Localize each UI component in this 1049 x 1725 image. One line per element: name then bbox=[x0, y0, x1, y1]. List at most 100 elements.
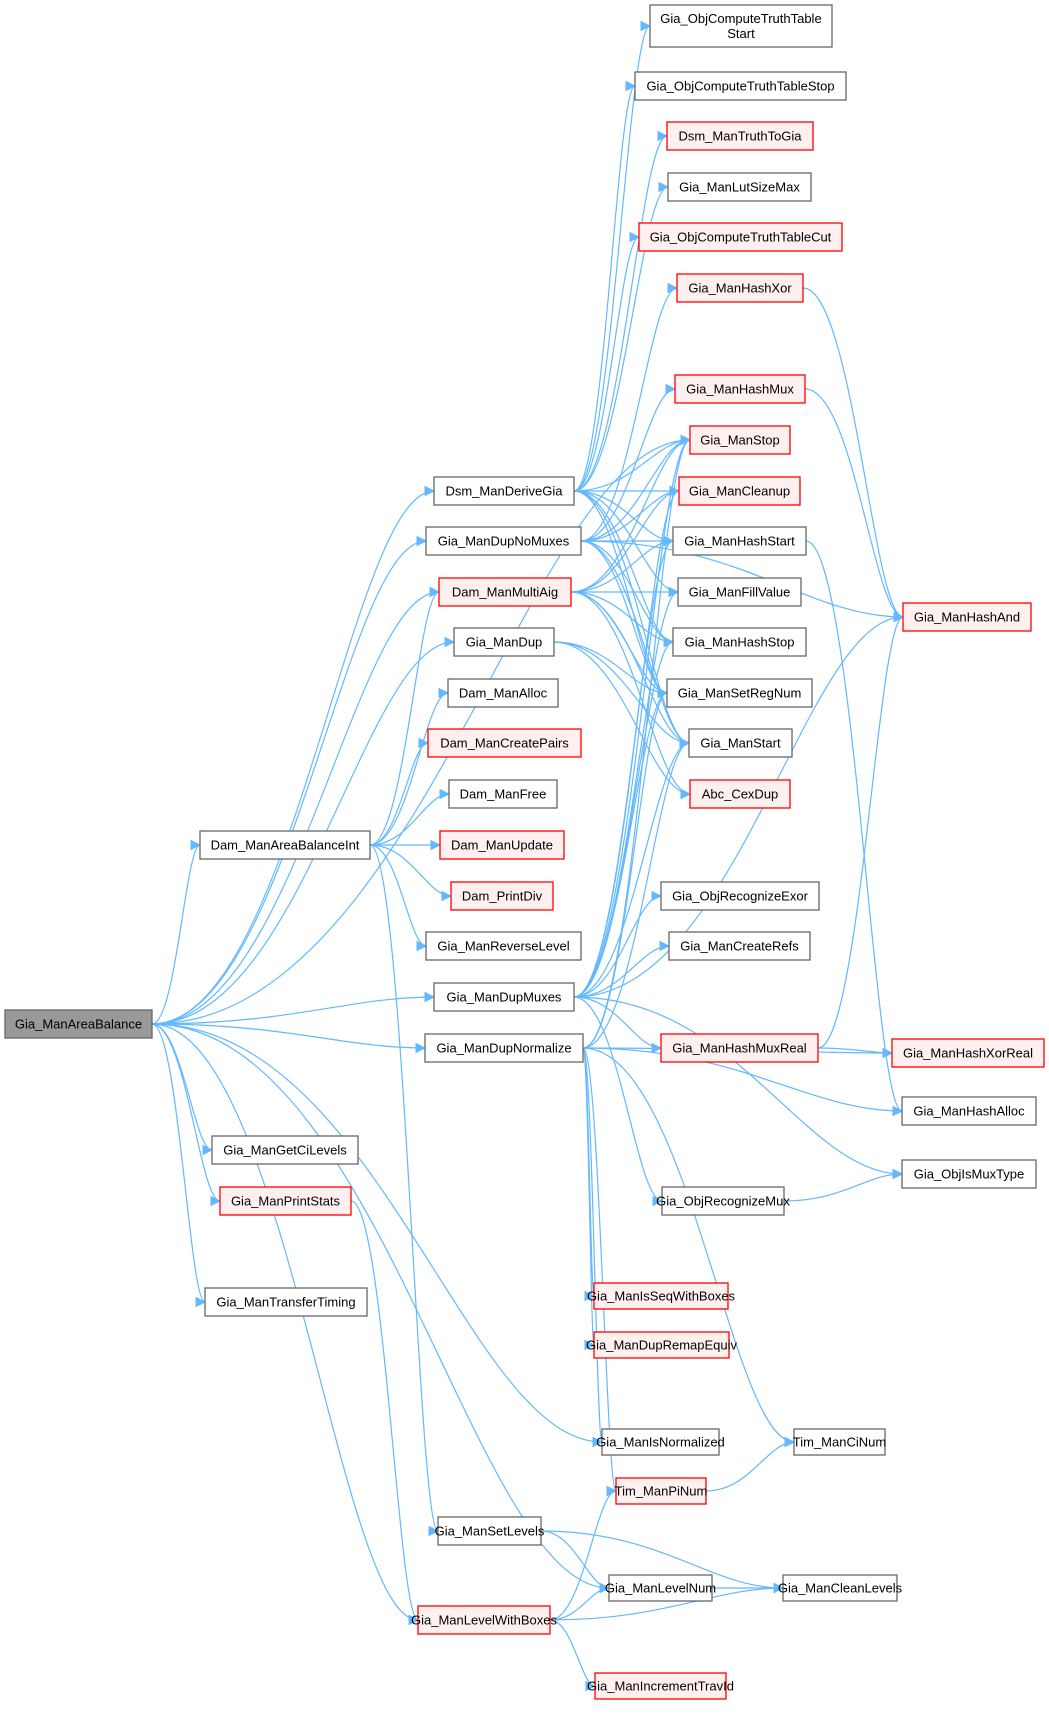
node-label: Gia_ManSetLevels bbox=[435, 1524, 545, 1539]
node-damFree[interactable]: Dam_ManFree bbox=[448, 779, 558, 809]
node-hashMuxReal[interactable]: Gia_ManHashMuxReal bbox=[660, 1033, 819, 1063]
node-recExor[interactable]: Gia_ObjRecognizeExor bbox=[660, 881, 820, 911]
node-isNorm[interactable]: Gia_ManIsNormalized bbox=[596, 1428, 725, 1456]
node-box bbox=[433, 982, 575, 1012]
node-revLevel[interactable]: Gia_ManReverseLevel bbox=[425, 931, 582, 961]
node-hashStart[interactable]: Gia_ManHashStart bbox=[672, 526, 807, 556]
node-label: Gia_ManCreateRefs bbox=[680, 939, 799, 954]
edge-root-to-printStats bbox=[151, 1023, 221, 1202]
node-dupMux[interactable]: Gia_ManDupMuxes bbox=[433, 982, 575, 1012]
node-dupNorm[interactable]: Gia_ManDupNormalize bbox=[424, 1033, 584, 1063]
node-lutSize[interactable]: Gia_ManLutSizeMax bbox=[667, 172, 812, 202]
node-isMuxType[interactable]: Gia_ObjIsMuxType bbox=[901, 1159, 1037, 1189]
node-damAreaInt[interactable]: Dam_ManAreaBalanceInt bbox=[199, 830, 371, 860]
node-cleanup[interactable]: Gia_ManCleanup bbox=[678, 476, 801, 506]
node-cexDup[interactable]: Abc_CexDup bbox=[689, 779, 791, 809]
node-getCi[interactable]: Gia_ManGetCiLevels bbox=[211, 1135, 359, 1165]
edge-dsmDerive-to-start bbox=[573, 490, 690, 744]
edge-root-to-dupNoMux bbox=[151, 540, 427, 1025]
node-hashMux[interactable]: Gia_ManHashMux bbox=[674, 374, 806, 404]
edge-root-to-damAreaInt bbox=[151, 844, 201, 1025]
node-cleanLevels[interactable]: Gia_ManCleanLevels bbox=[778, 1574, 903, 1602]
node-ciNum[interactable]: Tim_ManCiNum bbox=[793, 1428, 886, 1456]
node-damMulti[interactable]: Dam_ManMultiAig bbox=[438, 577, 572, 607]
node-piNum[interactable]: Tim_ManPiNum bbox=[615, 1477, 708, 1505]
arrowhead-icon bbox=[415, 1042, 427, 1054]
node-isSeq[interactable]: Gia_ManIsSeqWithBoxes bbox=[587, 1282, 736, 1310]
node-ttStop[interactable]: Gia_ObjComputeTruthTableStop bbox=[634, 71, 847, 101]
edge-dsmDerive-to-lutSize bbox=[573, 186, 669, 492]
edge-damMulti-to-cexDup bbox=[570, 591, 691, 795]
node-box bbox=[901, 1096, 1037, 1126]
node-box bbox=[891, 1038, 1045, 1068]
edge-dupNorm-to-setReg bbox=[582, 692, 668, 1049]
arrowhead-icon bbox=[667, 282, 679, 294]
node-box bbox=[688, 728, 793, 758]
node-fillValue[interactable]: Gia_ManFillValue bbox=[677, 577, 802, 607]
arrowhead-icon bbox=[424, 991, 436, 1003]
node-label: Abc_CexDup bbox=[702, 787, 779, 802]
node-label: Gia_ManIncrementTravId bbox=[587, 1679, 734, 1694]
arrowhead-icon bbox=[606, 1485, 618, 1497]
edge-damMulti-to-stop bbox=[570, 439, 691, 593]
node-label: Dam_ManMultiAig bbox=[452, 585, 558, 600]
node-hashStop[interactable]: Gia_ManHashStop bbox=[672, 627, 807, 657]
edge-damMulti-to-cleanup bbox=[570, 490, 680, 593]
arrowhead-icon bbox=[592, 1436, 604, 1448]
node-dupNoMux[interactable]: Gia_ManDupNoMuxes bbox=[425, 526, 582, 556]
edge-dupMux-to-hashMuxReal bbox=[573, 996, 662, 1049]
edge-dupNorm-to-hashAlloc bbox=[582, 1047, 903, 1112]
node-dsmDerive[interactable]: Dsm_ManDeriveGia bbox=[433, 476, 575, 506]
node-truthToGia[interactable]: Dsm_ManTruthToGia bbox=[666, 121, 814, 151]
node-label: Dam_PrintDiv bbox=[462, 889, 543, 904]
node-createRefs[interactable]: Gia_ManCreateRefs bbox=[668, 931, 811, 961]
node-box bbox=[425, 931, 582, 961]
arrowhead-icon bbox=[439, 788, 451, 800]
node-label: Dam_ManAreaBalanceInt bbox=[211, 838, 360, 853]
node-levelNum[interactable]: Gia_ManLevelNum bbox=[605, 1574, 716, 1602]
node-recMux[interactable]: Gia_ObjRecognizeMux bbox=[656, 1186, 790, 1216]
node-label: Gia_ObjComputeTruthTableCut bbox=[650, 230, 832, 245]
node-remapEquiv[interactable]: Gia_ManDupRemapEquiv bbox=[586, 1331, 738, 1359]
node-box bbox=[425, 526, 582, 556]
node-hashXor[interactable]: Gia_ManHashXor bbox=[676, 273, 804, 303]
node-box bbox=[666, 678, 813, 708]
arrowhead-icon bbox=[416, 535, 428, 547]
edge-dup-to-cexDup bbox=[553, 641, 691, 795]
node-label: Dsm_ManTruthToGia bbox=[678, 129, 802, 144]
node-hashAnd[interactable]: Gia_ManHashAnd bbox=[902, 602, 1032, 632]
node-root[interactable]: Gia_ManAreaBalance bbox=[4, 1009, 153, 1039]
node-damPairs[interactable]: Dam_ManCreatePairs bbox=[427, 728, 582, 758]
node-damPrintDiv[interactable]: Dam_PrintDiv bbox=[450, 881, 554, 911]
node-hashAlloc[interactable]: Gia_ManHashAlloc bbox=[901, 1096, 1037, 1126]
node-start[interactable]: Gia_ManStart bbox=[688, 728, 793, 758]
node-damAlloc[interactable]: Dam_ManAlloc bbox=[447, 678, 559, 708]
node-ttCut[interactable]: Gia_ObjComputeTruthTableCut bbox=[638, 222, 843, 252]
node-setLevels[interactable]: Gia_ManSetLevels bbox=[435, 1516, 545, 1546]
node-stop[interactable]: Gia_ManStop bbox=[689, 425, 791, 455]
node-incTrav[interactable]: Gia_ManIncrementTravId bbox=[587, 1672, 734, 1700]
node-printStats[interactable]: Gia_ManPrintStats bbox=[219, 1186, 352, 1216]
edge-hashMuxReal-to-hashAnd bbox=[817, 616, 904, 1049]
node-dup[interactable]: Gia_ManDup bbox=[453, 627, 555, 657]
arrowhead-icon bbox=[657, 130, 669, 142]
node-label: Gia_ManHashStart bbox=[684, 534, 795, 549]
edge-dupNorm-to-piNum bbox=[582, 1047, 617, 1492]
node-damUpdate[interactable]: Dam_ManUpdate bbox=[439, 830, 565, 860]
arrowhead-icon bbox=[665, 383, 677, 395]
node-box bbox=[453, 627, 555, 657]
node-label: Gia_ManIsNormalized bbox=[596, 1435, 725, 1450]
node-box bbox=[417, 1605, 551, 1635]
node-setReg[interactable]: Gia_ManSetRegNum bbox=[666, 678, 813, 708]
node-transTiming[interactable]: Gia_ManTransferTiming bbox=[204, 1287, 368, 1317]
node-label: Dam_ManUpdate bbox=[451, 838, 553, 853]
node-label: Gia_ManDupNormalize bbox=[436, 1041, 571, 1056]
node-box bbox=[450, 881, 554, 911]
edge-root-to-levelNum bbox=[151, 1023, 610, 1589]
node-hashXorReal[interactable]: Gia_ManHashXorReal bbox=[891, 1038, 1045, 1068]
node-box bbox=[668, 931, 811, 961]
node-label: Gia_ManFillValue bbox=[689, 585, 791, 600]
node-levelBoxes[interactable]: Gia_ManLevelWithBoxes bbox=[411, 1605, 557, 1635]
node-box bbox=[219, 1186, 352, 1216]
